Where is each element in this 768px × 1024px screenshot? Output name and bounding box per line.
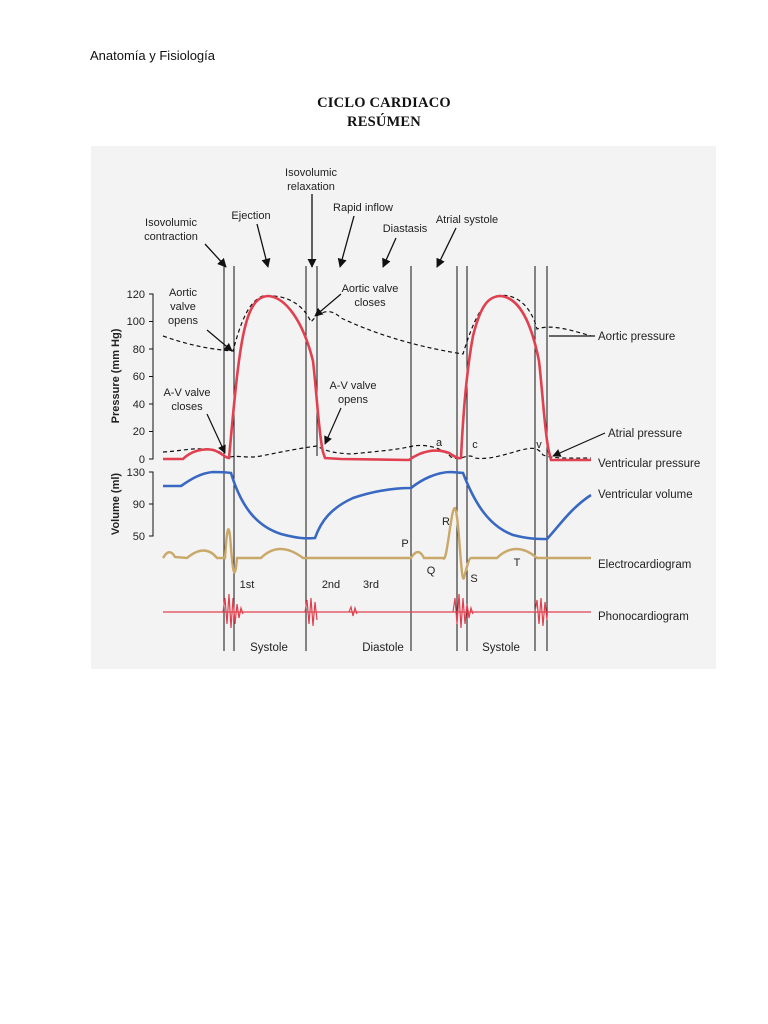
label-aortic-valve-closes-2: closes — [354, 297, 386, 309]
wave-a-label: a — [436, 437, 443, 449]
label-ventricular-volume: Ventricular volume — [598, 489, 693, 501]
arrow-ejection — [256, 223, 271, 268]
arrow-diastasis — [382, 237, 397, 268]
label-aortic-valve-opens-2: valve — [170, 301, 196, 313]
label-rapid-inflow: Rapid inflow — [333, 202, 393, 214]
arrow-aortic-valve-closes — [314, 293, 342, 317]
phono-first-sound — [222, 593, 244, 629]
document-title: CICLO CARDIACO — [317, 95, 451, 111]
label-av-valve-closes-2: closes — [171, 401, 203, 413]
phono-third-sound — [348, 604, 358, 617]
label-aortic-valve-opens-1: Aortic — [169, 287, 198, 299]
label-aortic-pressure: Aortic pressure — [598, 331, 675, 343]
label-av-valve-closes-1: A-V valve — [163, 387, 210, 399]
pressure-tick-label: 60 — [133, 371, 145, 383]
wave-v-label: v — [536, 439, 542, 451]
pressure-tick-label: 40 — [133, 399, 145, 411]
label-diastole: Diastole — [362, 642, 404, 654]
pressure-tick-label: 100 — [127, 316, 145, 328]
pressure-tick-label: 0 — [139, 454, 145, 466]
sound-1st-label: 1st — [240, 579, 255, 591]
cardiac-cycle-figure: Isovolumic contraction Ejection Isovolum… — [91, 146, 716, 669]
arrow-aortic-valve-opens — [206, 329, 233, 352]
label-electrocardiogram: Electrocardiogram — [598, 559, 691, 571]
arrow-rapid-inflow — [337, 215, 355, 268]
ventricular-pressure-curve — [163, 294, 591, 462]
ecg-s-label: S — [470, 573, 477, 585]
label-isovolumic-relaxation-1: Isovolumic — [285, 167, 337, 179]
label-atrial-pressure: Atrial pressure — [608, 428, 682, 440]
arrow-atrial-systole — [436, 227, 457, 268]
label-isovolumic-contraction-2: contraction — [144, 231, 198, 243]
volume-tick-label: 50 — [133, 531, 145, 543]
label-ejection: Ejection — [231, 210, 270, 222]
pressure-axis-label: Pressure (mm Hg) — [110, 328, 122, 423]
wave-c-label: c — [472, 439, 478, 451]
volume-axis-label: Volume (ml) — [110, 473, 122, 535]
label-ventricular-pressure: Ventricular pressure — [598, 458, 700, 470]
aortic-pressure-curve — [162, 294, 592, 355]
pressure-tick-label: 20 — [133, 426, 145, 438]
label-aortic-valve-closes-1: Aortic valve — [342, 283, 399, 295]
arrow-av-valve-closes — [206, 413, 226, 454]
phono-first-sound — [452, 593, 474, 629]
arrow-atrial-pressure — [552, 432, 606, 457]
sound-3rd-label: 3rd — [363, 579, 379, 591]
label-av-valve-opens-1: A-V valve — [329, 380, 376, 392]
ecg-curve — [161, 506, 591, 580]
label-av-valve-opens-2: opens — [338, 394, 368, 406]
label-diastasis: Diastasis — [383, 223, 428, 235]
wiggers-diagram: Isovolumic contraction Ejection Isovolum… — [110, 167, 700, 654]
label-isovolumic-relaxation-2: relaxation — [287, 181, 335, 193]
label-phonocardiogram: Phonocardiogram — [598, 611, 689, 623]
page-header: Anatomía y Fisiología — [90, 48, 216, 63]
volume-tick-label: 130 — [127, 467, 145, 479]
document-subtitle: RESÚMEN — [347, 114, 421, 130]
label-systole-2: Systole — [482, 642, 520, 654]
label-atrial-systole: Atrial systole — [436, 214, 498, 226]
volume-tick-label: 90 — [133, 499, 145, 511]
phono-second-sound — [534, 597, 548, 627]
phono-second-sound — [304, 597, 318, 627]
ecg-t-label: T — [514, 557, 521, 569]
ecg-p-label: P — [401, 538, 408, 550]
ventricular-volume-curve — [163, 470, 592, 541]
label-systole-1: Systole — [250, 642, 288, 654]
arrow-isovolumic-contraction — [204, 243, 227, 268]
ecg-q-label: Q — [427, 565, 436, 577]
sound-2nd-label: 2nd — [322, 579, 340, 591]
label-isovolumic-contraction-1: Isovolumic — [145, 217, 197, 229]
pressure-tick-label: 120 — [127, 289, 145, 301]
arrow-av-valve-opens — [324, 407, 342, 445]
ecg-r-label: R — [442, 516, 450, 528]
pressure-tick-label: 80 — [133, 344, 145, 356]
label-aortic-valve-opens-3: opens — [168, 315, 198, 327]
